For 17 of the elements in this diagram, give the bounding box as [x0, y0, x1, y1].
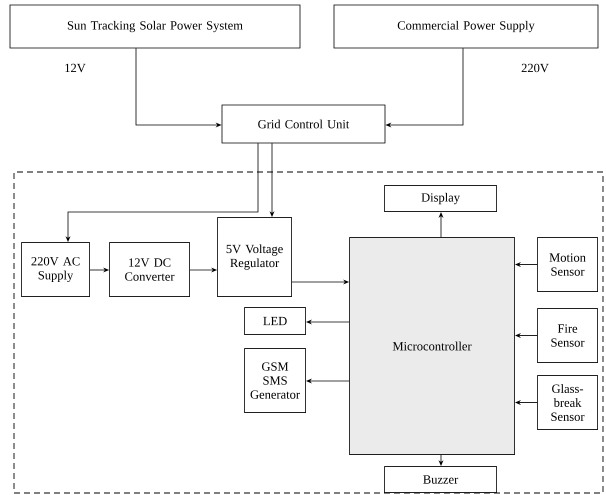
dashed-boundary	[14, 172, 604, 494]
module-box: 12V DC Converter	[109, 242, 190, 297]
module-box: 5V Voltage Regulator	[217, 217, 292, 297]
module-box: GSM SMS Generator	[244, 348, 306, 413]
control-unit-box: Grid Control Unit	[222, 104, 386, 144]
module-box: LED	[244, 307, 306, 335]
voltage-label: 12V	[65, 64, 86, 72]
module-box: Display	[384, 185, 497, 212]
module-box: 220V AC Supply	[21, 242, 90, 297]
source-box: Sun Tracking Solar Power System	[10, 4, 300, 48]
voltage-label: 220V	[522, 64, 549, 72]
sensor-box: Fire Sensor	[537, 308, 598, 363]
microcontroller-box: Microcontroller	[349, 237, 515, 455]
sensor-box: Motion Sensor	[537, 237, 598, 292]
source-box: Commercial Power Supply	[334, 4, 598, 48]
sensor-box: Glass-break Sensor	[537, 375, 598, 430]
module-box: Buzzer	[384, 466, 497, 493]
